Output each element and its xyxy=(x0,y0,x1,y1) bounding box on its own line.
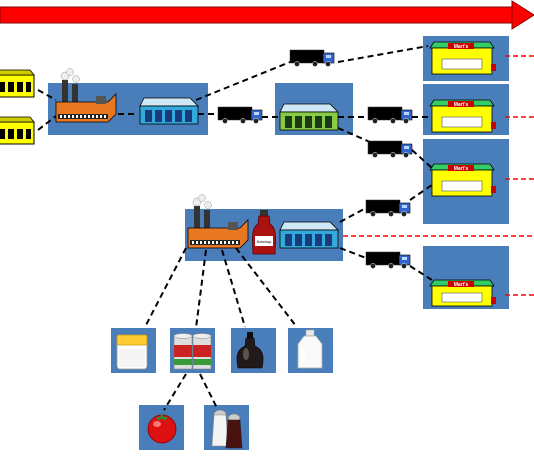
store-sign: Mart's xyxy=(454,44,469,50)
truck-icon-6 xyxy=(365,251,411,270)
vinegar-bottle-icon xyxy=(236,332,264,369)
store-sign: Mart's xyxy=(454,102,469,108)
tin-can-icon xyxy=(173,333,212,370)
demand-signal-lines xyxy=(343,55,534,296)
retail-store-3: Mart's xyxy=(429,163,496,197)
warehouse-icon-2 xyxy=(279,221,339,249)
retail-store-4: Mart's xyxy=(429,279,496,307)
ketchup-label: Ketchup xyxy=(257,239,272,244)
supplier-icon-2 xyxy=(0,116,35,145)
truck-icon-3 xyxy=(367,106,413,125)
warehouse-icon-1 xyxy=(139,97,199,125)
truck-icon-4 xyxy=(367,140,413,159)
store-sign: Mart's xyxy=(454,166,469,172)
water-jug-icon xyxy=(297,329,323,369)
sugar-container-icon xyxy=(116,334,148,370)
truck-icon-5 xyxy=(365,199,411,218)
salt-pepper-shaker-icon xyxy=(211,409,243,449)
timeline-arrow-icon xyxy=(0,0,534,30)
supplier-icon-1 xyxy=(0,69,35,98)
retail-store-2: Mart's xyxy=(429,99,496,133)
tomato-icon xyxy=(147,413,177,444)
truck-icon-1 xyxy=(289,49,335,68)
truck-icon-2 xyxy=(217,106,263,125)
store-sign: Mart's xyxy=(454,282,469,288)
retail-store-1: Mart's xyxy=(429,41,496,75)
distribution-center-icon xyxy=(279,103,339,131)
flow-connectors xyxy=(37,45,433,411)
ketchup-bottle-icon: Ketchup xyxy=(252,210,276,255)
